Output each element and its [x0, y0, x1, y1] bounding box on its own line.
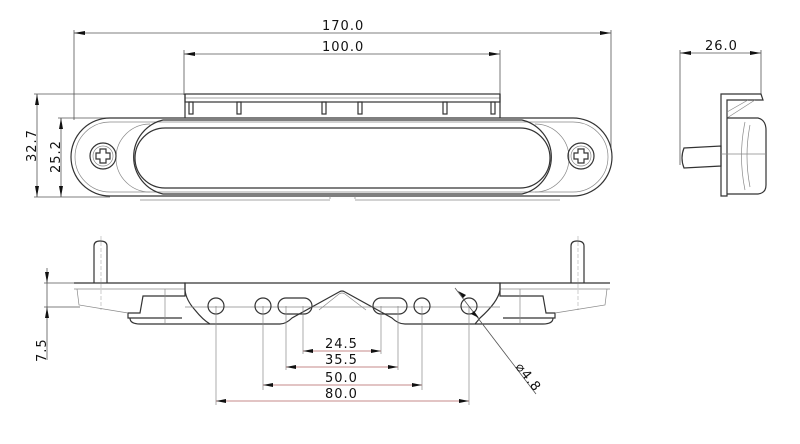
screw-right	[567, 142, 595, 170]
screw-left	[89, 142, 117, 170]
dim-body-height: 25.2	[49, 117, 110, 197]
dim-text-7-5: 7.5	[35, 338, 50, 362]
dim-hole-outer: 80.0	[216, 387, 469, 403]
mounting-slot	[372, 297, 408, 315]
main-body	[70, 117, 613, 201]
bottom-view: 7.5	[35, 236, 610, 405]
dim-text-80: 80.0	[325, 387, 358, 402]
dim-text-25-2: 25.2	[49, 140, 64, 173]
dim-slot-inner: 24.5	[303, 337, 381, 353]
top-view: 170.0 100.0 32.7 25.2	[25, 19, 613, 201]
mounting-peg	[681, 145, 722, 169]
dim-depth: 26.0	[679, 39, 762, 165]
phillips-head-icon	[573, 148, 589, 164]
dim-hole-diameter: ⌀4.8	[454, 287, 544, 395]
dim-top-width: 100.0	[183, 40, 501, 95]
dim-text-100: 100.0	[322, 40, 364, 55]
dim-slot-outer: 35.5	[286, 353, 398, 369]
top-flange	[184, 93, 501, 118]
dim-text-32-7: 32.7	[25, 129, 40, 162]
peg-right	[570, 240, 585, 283]
dim-text-170: 170.0	[322, 19, 364, 34]
dim-offset-height: 7.5	[35, 268, 185, 362]
dim-overall-length: 170.0	[73, 19, 612, 150]
peg-left	[93, 240, 108, 283]
dim-text-26: 26.0	[705, 39, 738, 54]
center-plate	[184, 282, 501, 325]
dim-text-50: 50.0	[325, 371, 358, 386]
dim-text-24-5: 24.5	[325, 337, 358, 352]
svg-text:⌀4.8: ⌀4.8	[512, 360, 544, 395]
dim-text-35-5: 35.5	[325, 353, 358, 368]
dim-hole-inner: 50.0	[263, 371, 422, 387]
dim-overall-height: 32.7	[25, 93, 184, 198]
phillips-head-icon	[95, 148, 111, 164]
side-view: 26.0	[679, 39, 767, 197]
mounting-slot	[277, 297, 313, 315]
